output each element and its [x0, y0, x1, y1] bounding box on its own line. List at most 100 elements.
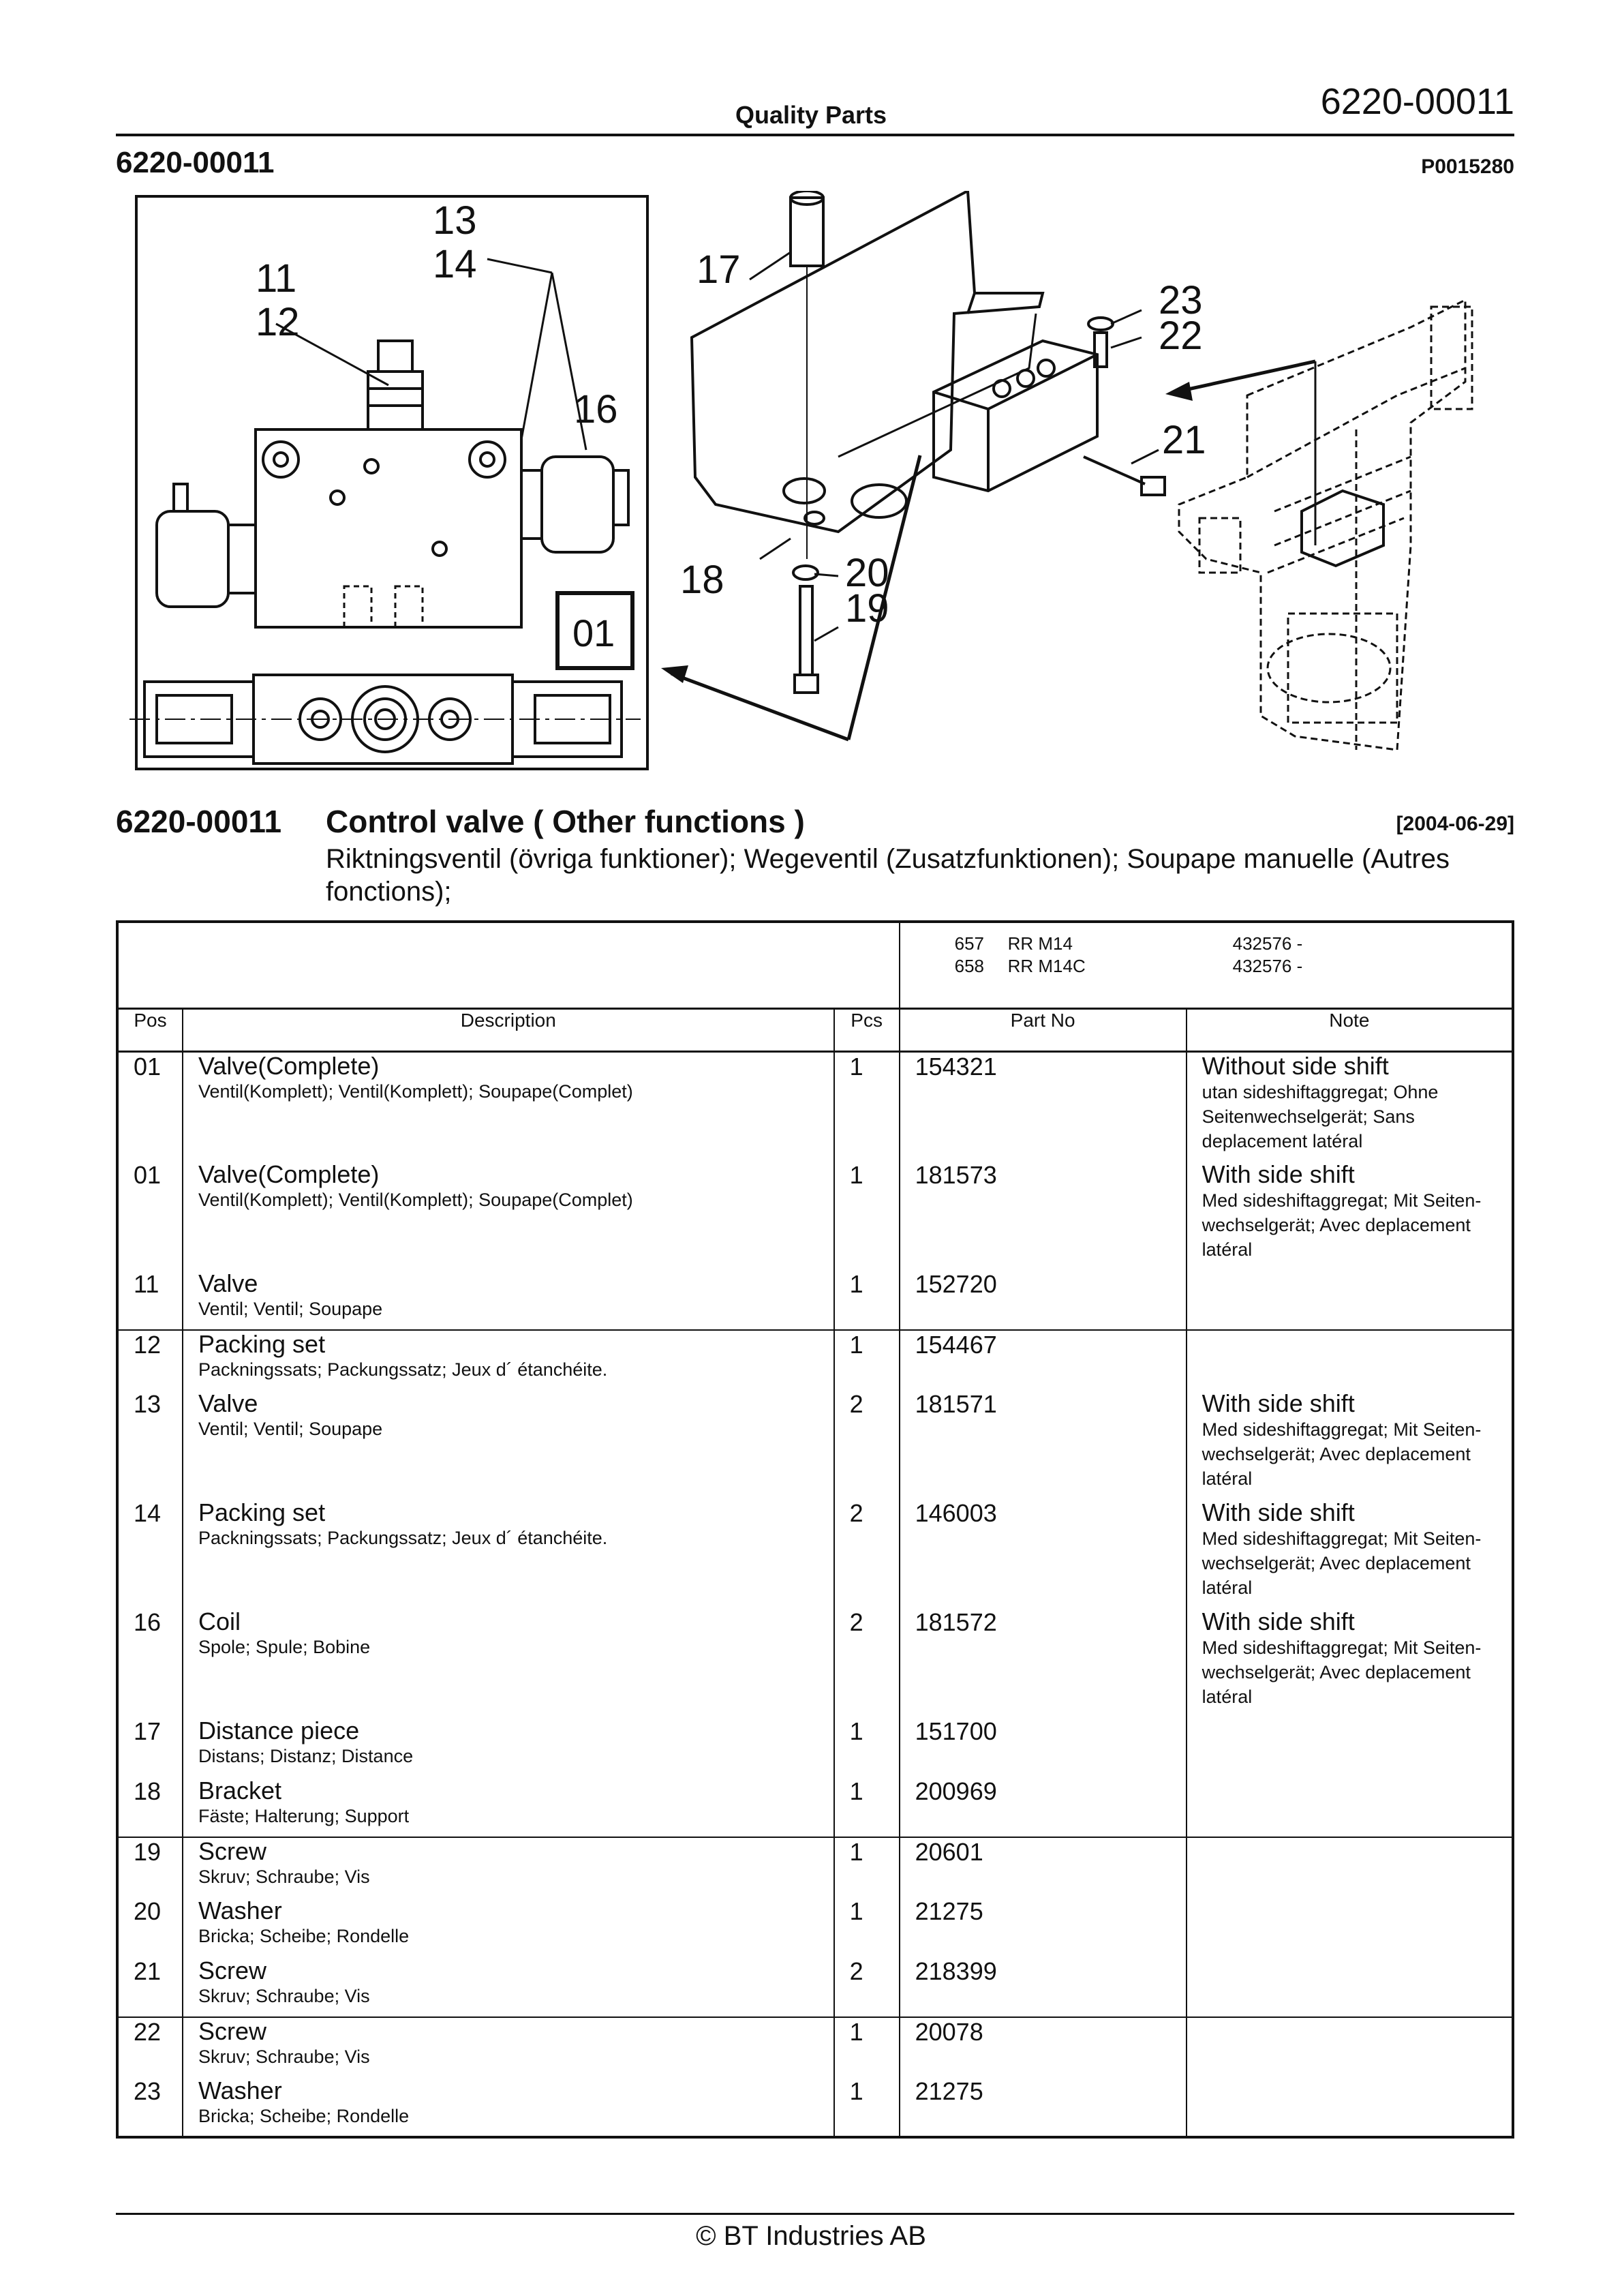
note-cell	[1185, 2016, 1514, 2077]
description-text: Coil	[198, 1607, 241, 1635]
description-translations: Skruv; Schraube; Vis	[198, 2046, 370, 2067]
callout-19: 19	[845, 586, 889, 631]
callout-11: 11	[256, 256, 296, 301]
callout-23: 23	[1159, 278, 1203, 322]
pcs-cell: 2	[833, 1389, 900, 1499]
note-cell	[1185, 1717, 1514, 1777]
note-text: With side shift	[1202, 1389, 1355, 1417]
title-name: Control valve ( Other functions )	[326, 804, 805, 839]
part-number-cell: 146003	[898, 1498, 1187, 1608]
pcs-cell: 1	[833, 1777, 900, 1838]
document-number: 6220-00011	[1320, 81, 1514, 122]
callout-20: 20	[845, 551, 889, 595]
arrow-head-left	[661, 665, 688, 683]
part-number-cell: 200969	[898, 1777, 1187, 1838]
note-text: With side shift	[1202, 1160, 1355, 1188]
pos-cell: 17	[117, 1717, 183, 1777]
part-number-cell: 20078	[898, 2016, 1187, 2077]
note-text: Without side shift	[1202, 1052, 1389, 1080]
callout-01: 01	[572, 611, 615, 654]
note-cell	[1185, 1837, 1514, 1897]
part-number-cell: 151700	[898, 1717, 1187, 1777]
pcs-cell: 1	[833, 1269, 900, 1331]
callout-21: 21	[1162, 418, 1206, 462]
pos-cell: 19	[117, 1837, 183, 1897]
description-text: Screw	[198, 2016, 267, 2045]
pcs-cell: 2	[833, 1957, 900, 2018]
model-serial: 432576 -	[1232, 956, 1303, 976]
pcs-cell: 2	[833, 1607, 900, 1717]
valve-11	[367, 370, 424, 431]
callout-12: 12	[256, 300, 300, 344]
part-number-cell: 154467	[898, 1329, 1187, 1390]
col-pos: Pos	[117, 1008, 183, 1053]
note-translations: Med sideshiftaggregat; Mit Seiten-wechse…	[1202, 1528, 1482, 1598]
column-header-row: Pos Description Pcs Part No Note	[117, 1008, 1514, 1053]
model-name: RR M14C	[1007, 956, 1086, 976]
description-text: Distance piece	[198, 1716, 360, 1744]
part-number-cell: 218399	[898, 1957, 1187, 2018]
note-cell	[1185, 1957, 1514, 2018]
detail-box-frame	[135, 195, 649, 770]
description-text: Valve	[198, 1269, 258, 1297]
title-id: 6220-00011	[116, 804, 282, 839]
truck-outline	[1178, 298, 1473, 751]
description-text: Washer	[198, 1896, 282, 1924]
model-serial: 432576 -	[1232, 933, 1303, 954]
description-text: Bracket	[198, 1776, 282, 1804]
pos-cell: 18	[117, 1777, 183, 1838]
valve-block	[932, 339, 1099, 493]
model-code: 657	[954, 933, 984, 954]
col-part-no: Part No	[898, 1008, 1187, 1053]
description-translations: Ventil; Ventil; Soupape	[198, 1418, 383, 1439]
callout-16: 16	[574, 387, 618, 432]
pcs-cell: 1	[833, 1051, 900, 1161]
col-note: Note	[1185, 1008, 1514, 1053]
pcs-cell: 1	[833, 1837, 900, 1897]
pcs-cell: 1	[833, 1160, 900, 1270]
note-cell	[1185, 1897, 1514, 1957]
pcs-cell: 2	[833, 1498, 900, 1608]
arrow-head-right	[1165, 382, 1193, 401]
pos-cell: 23	[117, 2076, 183, 2138]
col-description: Description	[181, 1008, 835, 1053]
note-cell	[1185, 1329, 1514, 1390]
description-translations: Skruv; Schraube; Vis	[198, 1866, 370, 1887]
pos-cell: 11	[117, 1269, 183, 1331]
pos-cell: 22	[117, 2016, 183, 2077]
part-number-cell: 154321	[898, 1051, 1187, 1161]
model-name: RR M14	[1007, 933, 1073, 954]
note-cell	[1185, 2076, 1514, 2138]
header-title: Quality Parts	[735, 101, 887, 129]
part-number-cell: 21275	[898, 1897, 1187, 1957]
description-text: Valve(Complete)	[198, 1160, 380, 1188]
coil-left	[155, 510, 230, 608]
title-translations: Riktningsventil (övriga funktioner); Weg…	[326, 844, 1450, 907]
header-rule	[116, 134, 1514, 136]
callout-18: 18	[680, 558, 724, 602]
description-translations: Bricka; Scheibe; Rondelle	[198, 2105, 410, 2126]
note-text: With side shift	[1202, 1498, 1355, 1526]
description-translations: Spole; Spule; Bobine	[198, 1636, 371, 1657]
title-date: [2004-06-29]	[1396, 813, 1514, 835]
coil-16	[540, 455, 615, 554]
description-translations: Ventil(Komplett); Ventil(Komplett); Soup…	[198, 1189, 633, 1210]
pcs-cell: 1	[833, 2076, 900, 2138]
note-cell	[1185, 1777, 1514, 1838]
